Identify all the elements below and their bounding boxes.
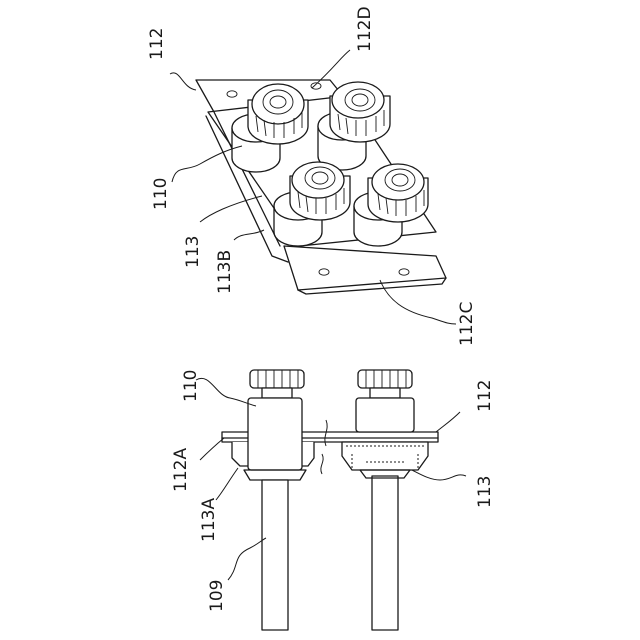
leader-113a xyxy=(216,468,238,500)
label-112: 112 xyxy=(147,28,167,60)
leader-113-side xyxy=(412,470,466,480)
side-view: 110 112 112A 113A 113 109 xyxy=(171,370,495,630)
label-110-side: 110 xyxy=(181,370,201,402)
label-112c: 112C xyxy=(457,302,477,346)
leader-112 xyxy=(170,73,196,90)
leader-112-side xyxy=(436,412,460,432)
leader-112a xyxy=(200,438,224,460)
perspective-view: 112 112D 110 113 113B 112C xyxy=(147,6,477,346)
label-112a: 112A xyxy=(171,448,191,492)
bracket-112c xyxy=(284,246,446,290)
label-109: 109 xyxy=(207,580,227,612)
label-112d: 112D xyxy=(355,6,375,52)
leader-110-side xyxy=(196,378,256,406)
label-113b: 113B xyxy=(215,250,235,294)
connector-110-side xyxy=(244,370,306,630)
leader-112c xyxy=(380,280,456,324)
label-113-side: 113 xyxy=(475,476,495,508)
leader-109 xyxy=(228,538,266,580)
label-113a: 113A xyxy=(199,498,219,542)
label-110: 110 xyxy=(151,178,171,210)
label-113: 113 xyxy=(183,236,203,268)
connector-113-side xyxy=(342,370,428,630)
leader-113b xyxy=(234,230,264,240)
leader-113 xyxy=(200,196,262,222)
label-112-side: 112 xyxy=(475,380,495,412)
